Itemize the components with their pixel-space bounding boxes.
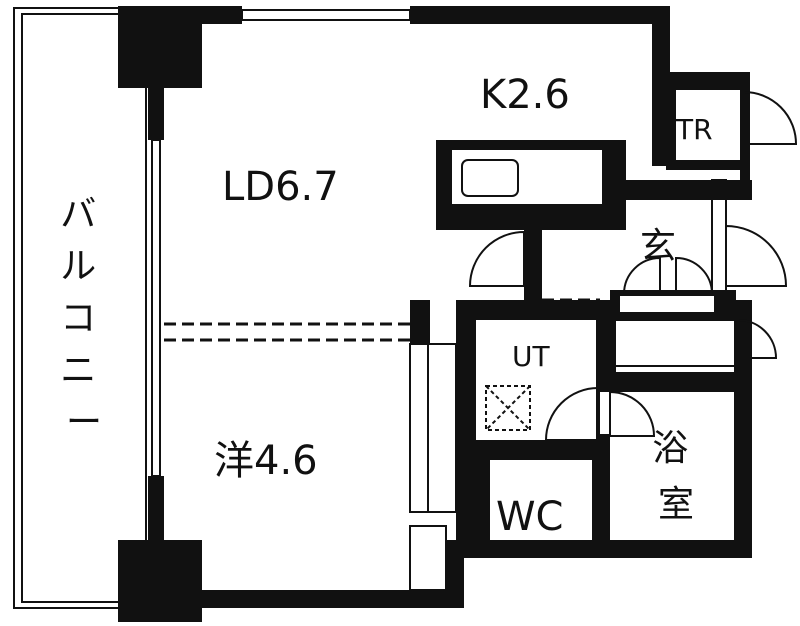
balcony-char-1: バ bbox=[60, 194, 96, 235]
sink-icon bbox=[461, 159, 519, 197]
ut-left-wall bbox=[456, 300, 476, 550]
tr-left-wall bbox=[666, 72, 676, 168]
western-closet bbox=[409, 300, 457, 591]
trunk-room bbox=[666, 72, 798, 182]
bathroom-char-2: 室 bbox=[658, 484, 694, 525]
ut-bottom-wall bbox=[476, 440, 606, 460]
left-wall-lower bbox=[148, 476, 164, 540]
left-window bbox=[151, 139, 161, 477]
utility-room bbox=[456, 300, 616, 550]
balcony-inner-edge bbox=[21, 13, 147, 603]
bath-door-swing-icon bbox=[609, 390, 656, 437]
balcony-char-3: コ bbox=[60, 298, 96, 339]
wc-door-swing-icon bbox=[544, 386, 599, 441]
closet-door-swing-icon bbox=[737, 318, 778, 359]
balcony-label: バ ル コ ニ ー bbox=[60, 194, 107, 443]
column-top-left bbox=[118, 6, 202, 88]
entrance-top-wall bbox=[612, 180, 752, 200]
left-wall-upper bbox=[148, 88, 164, 140]
toilet-room bbox=[476, 450, 610, 550]
closet-outline bbox=[409, 343, 457, 513]
kitchen-label: K2.6 bbox=[480, 72, 570, 118]
closet-lower-box bbox=[409, 525, 447, 591]
top-wall-segment-right bbox=[410, 6, 666, 24]
right-wall-wet-area bbox=[734, 300, 752, 558]
tr-top-wall bbox=[666, 72, 750, 90]
shoe-closet-door-left-icon bbox=[622, 256, 661, 295]
entrance-step bbox=[620, 296, 714, 312]
ut-right-wall bbox=[596, 300, 616, 390]
top-wall-segment-left bbox=[200, 6, 242, 24]
kitchen-counter bbox=[436, 140, 616, 230]
living-dining-label: LD6.7 bbox=[222, 164, 339, 210]
washer-cross-2 bbox=[485, 385, 531, 431]
ld-door-jamb bbox=[524, 228, 542, 306]
closet-box bbox=[611, 319, 737, 367]
western-room-label: 洋4.6 bbox=[214, 438, 318, 484]
entrance bbox=[606, 140, 788, 367]
balcony-char-2: ル bbox=[60, 246, 96, 287]
bottom-wall-western bbox=[200, 590, 464, 608]
bathroom-label: 浴 室 bbox=[652, 428, 699, 525]
tr-door-swing-icon bbox=[743, 90, 798, 145]
top-window bbox=[241, 9, 411, 21]
tr-bottom-wall bbox=[666, 160, 750, 170]
right-wall-ld bbox=[652, 6, 670, 166]
wc-left-wall bbox=[476, 460, 490, 550]
toilet-label: WC bbox=[496, 494, 563, 540]
balcony-char-4: ニ bbox=[60, 350, 96, 391]
wc-right-wall bbox=[592, 450, 610, 550]
outer-walls bbox=[118, 6, 752, 622]
shoe-closet-door-right-icon bbox=[675, 256, 714, 295]
bath-door-opening bbox=[600, 392, 610, 434]
entrance-label: 玄 bbox=[640, 226, 676, 267]
closet-top-wall bbox=[410, 300, 430, 344]
utility-label: UT bbox=[512, 340, 550, 373]
entrance-left-wall bbox=[606, 140, 626, 230]
bathroom-char-1: 浴 bbox=[652, 428, 688, 469]
ld-door bbox=[468, 228, 600, 314]
column-bottom-left bbox=[118, 540, 202, 622]
balcony-char-5: ー bbox=[66, 402, 102, 443]
ut-top-wall bbox=[456, 300, 616, 320]
bath-top-wall bbox=[596, 372, 752, 392]
entrance-door-swing-icon bbox=[725, 224, 788, 287]
trunk-room-label: TR bbox=[675, 113, 713, 146]
ld-door-swing-icon bbox=[468, 230, 525, 287]
ld-western-partition bbox=[164, 322, 410, 342]
washer-space-icon bbox=[485, 385, 531, 431]
